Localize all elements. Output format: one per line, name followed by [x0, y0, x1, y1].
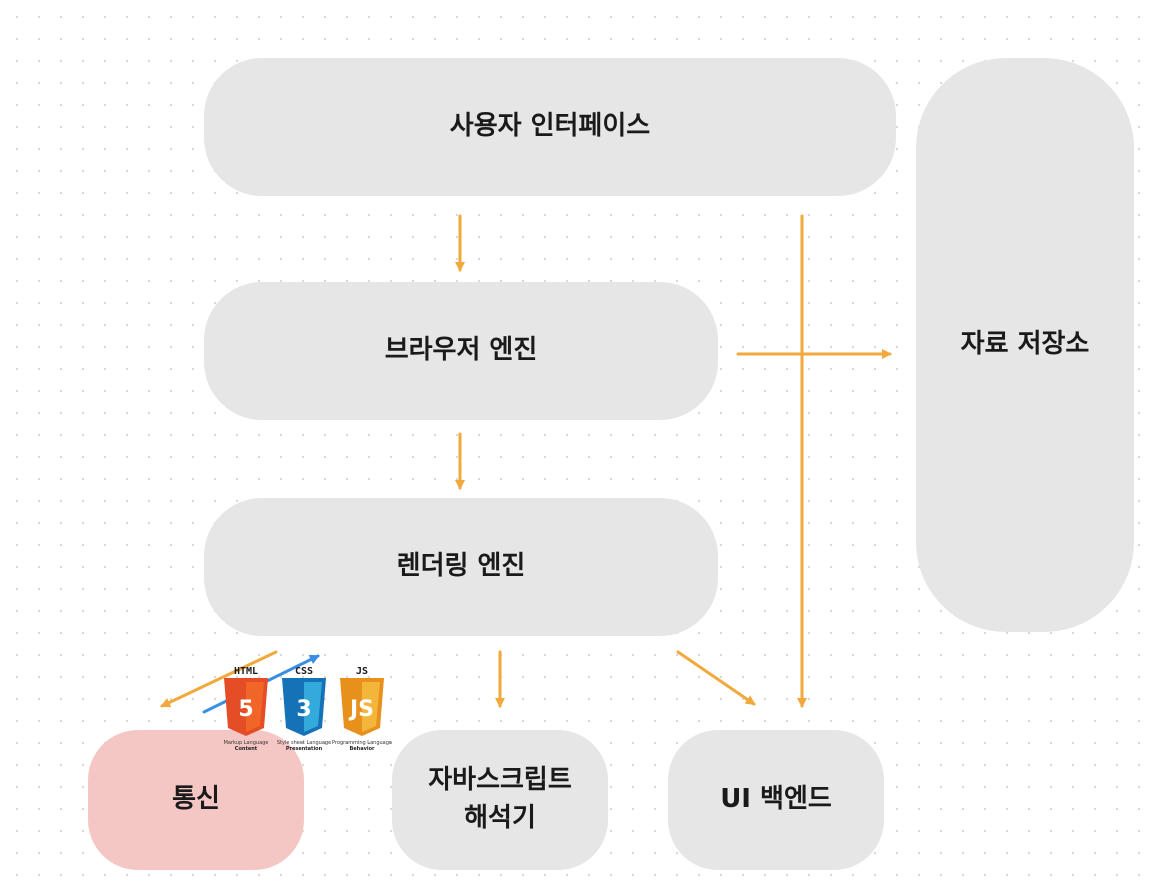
data-storage-label: 자료 저장소: [960, 329, 1090, 360]
tech-badge-role: Behavior: [349, 746, 375, 752]
arrow-networking-to-rendering: [202, 654, 320, 714]
rendering-engine-label: 렌더링 엔진: [396, 551, 526, 582]
networking-label: 통신: [172, 784, 220, 815]
arrow-rendering-to-ui-backend: [676, 650, 756, 706]
networking-node: 통신: [88, 730, 304, 870]
tech-badge-glyph: 3: [296, 697, 311, 722]
data-storage-node: 자료 저장소: [916, 58, 1134, 632]
js-interpreter-label-line: 해석기: [464, 803, 536, 833]
tech-badge-glyph: 5: [238, 697, 253, 722]
ui-node-label: 사용자 인터페이스: [449, 111, 651, 142]
js-interpreter-label-line: 자바스크립트: [428, 765, 572, 796]
browser-engine-label: 브라우저 엔진: [384, 335, 538, 366]
tech-badge-title: CSS: [295, 666, 313, 677]
tech-badge-title: JS: [356, 666, 368, 677]
tech-badge-glyph: JS: [348, 697, 374, 722]
tech-badge-subtitle: Programming Language: [332, 740, 392, 746]
arrow-rendering-to-networking: [160, 650, 278, 708]
shield-highlight-icon: [246, 682, 264, 732]
ui-backend-label: UI 백엔드: [720, 784, 832, 815]
shield-highlight-icon: [304, 682, 322, 732]
rendering-engine-node: 렌더링 엔진: [204, 498, 718, 636]
shield-icon: [224, 678, 268, 736]
ui-backend-node: UI 백엔드: [668, 730, 884, 870]
browser-engine-node: 브라우저 엔진: [204, 282, 718, 420]
shield-icon: [282, 678, 326, 736]
shield-highlight-icon: [362, 682, 380, 732]
shield-icon: [340, 678, 384, 736]
tech-badge-title: HTML: [234, 666, 258, 677]
ui-node: 사용자 인터페이스: [204, 58, 896, 196]
